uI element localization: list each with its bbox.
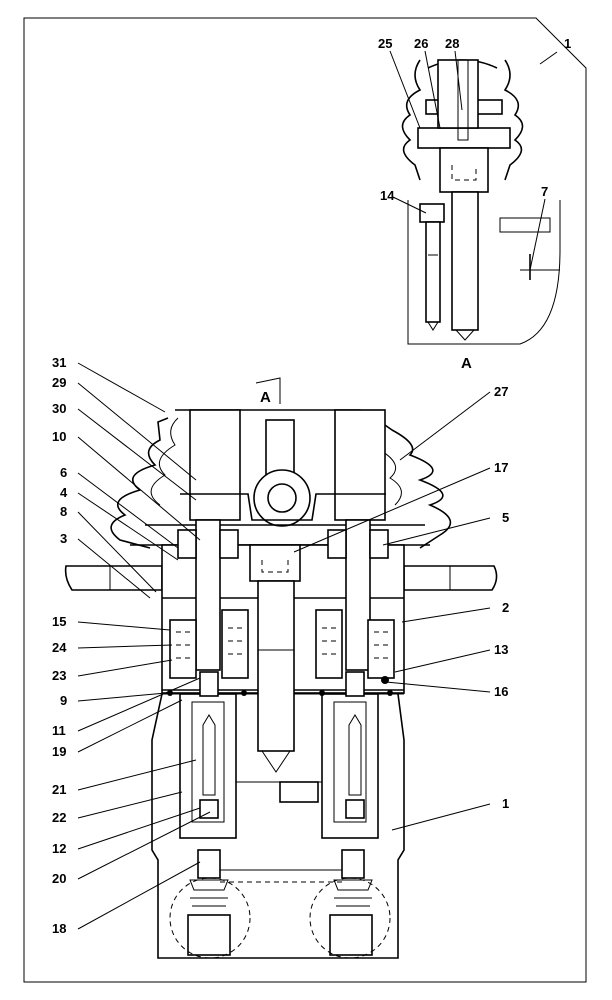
section-view-label: A bbox=[461, 355, 472, 372]
callout-9: 9 bbox=[60, 693, 67, 708]
callout-3: 3 bbox=[60, 531, 67, 546]
callout-31: 31 bbox=[52, 355, 66, 370]
callout-28: 28 bbox=[445, 36, 459, 51]
callout-26: 26 bbox=[414, 36, 428, 51]
callout-15: 15 bbox=[52, 614, 66, 629]
callout-21: 21 bbox=[52, 782, 66, 797]
callout-12: 12 bbox=[52, 841, 66, 856]
callout-25: 25 bbox=[378, 36, 392, 51]
callout-2: 2 bbox=[502, 600, 509, 615]
callout-20: 20 bbox=[52, 871, 66, 886]
callout-22: 22 bbox=[52, 810, 66, 825]
callout-24: 24 bbox=[52, 640, 67, 655]
callout-6: 6 bbox=[60, 465, 67, 480]
callout-13: 13 bbox=[494, 642, 508, 657]
callout-27: 27 bbox=[494, 384, 508, 399]
callout-labels: 1 25 26 28 14 7 31 29 30 10 6 4 8 3 15 2… bbox=[52, 36, 571, 936]
callout-4: 4 bbox=[60, 485, 68, 500]
callout-7: 7 bbox=[541, 184, 548, 199]
callout-23: 23 bbox=[52, 668, 66, 683]
callout-18: 18 bbox=[52, 921, 66, 936]
callout-5: 5 bbox=[502, 510, 509, 525]
callout-8: 8 bbox=[60, 504, 67, 519]
section-cut-label: A bbox=[260, 389, 271, 406]
callout-29: 29 bbox=[52, 375, 66, 390]
main-section-view bbox=[64, 377, 498, 959]
callout-17: 17 bbox=[494, 460, 508, 475]
callout-19: 19 bbox=[52, 744, 66, 759]
callout-16: 16 bbox=[494, 684, 508, 699]
callout-14: 14 bbox=[380, 188, 395, 203]
sheet-border bbox=[23, 17, 587, 983]
callout-30: 30 bbox=[52, 401, 66, 416]
callout-1: 1 bbox=[502, 796, 509, 811]
leader-lines bbox=[77, 50, 558, 930]
callout-0: 1 bbox=[564, 36, 571, 51]
detail-view-a bbox=[401, 59, 561, 345]
callout-11: 11 bbox=[52, 723, 66, 738]
callout-10: 10 bbox=[52, 429, 66, 444]
